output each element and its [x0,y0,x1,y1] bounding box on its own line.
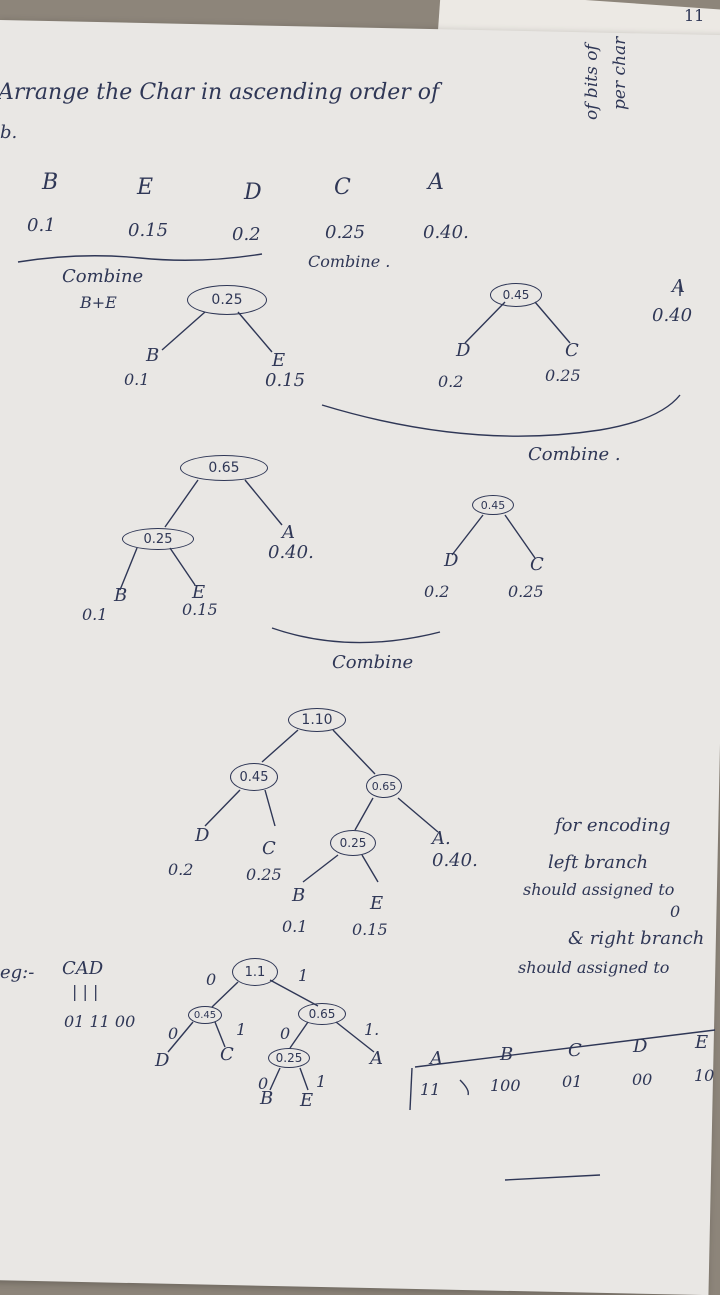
example-label: eg:- [0,962,35,983]
table-code: 11 [420,1080,441,1099]
leaf-char: D [155,1050,170,1071]
edge-label: 0 [280,1024,291,1043]
leaf-char: C [220,1044,234,1065]
leaf-char: A [672,276,685,297]
example-marks: | | | [72,982,99,1001]
tree-node: 1.10 [288,708,346,732]
tree-node: 0.45 [188,1006,222,1024]
leaf-char: A [370,1048,383,1069]
leaf-prob: 0.1 [282,917,308,936]
symbol-prob: 0.15 [128,220,169,241]
leaf-prob: 0.40. [432,850,478,871]
leaf-char: A. [432,828,451,849]
leaf-prob: 0.2 [424,582,450,601]
leaf-char: C [530,554,544,575]
edge-label: 1 [316,1072,327,1091]
tree-node: 0.65 [180,455,268,481]
table-code: 00 [632,1070,653,1089]
symbol-char: E [137,175,154,200]
note-line: left branch [548,852,649,873]
example-code: 01 11 00 [64,1012,136,1031]
example-word: CAD [62,958,104,979]
leaf-prob: 0.1 [82,605,108,624]
table-char: B [500,1044,514,1065]
leaf-char: C [262,838,276,859]
leaf-char: D [444,550,459,571]
leaf-char: B [114,585,128,606]
symbol-prob: 0.2 [232,224,261,245]
tree-node: 0.45 [472,495,514,515]
table-char: D [633,1036,648,1057]
edge-label: 1. [364,1020,380,1039]
leaf-prob: 0.25 [508,582,544,601]
edge-label: 0 [206,970,217,989]
note-line: 0 [670,902,681,921]
leaf-char: D [195,825,210,846]
leaf-prob: 0.2 [438,372,464,391]
symbol-char: D [244,180,262,205]
leaf-prob: 0.15 [182,600,218,619]
tree-node: 0.25 [122,528,194,550]
symbol-char: B [42,170,59,195]
note-line: & right branch [568,928,705,949]
heading-line2: b. [0,122,18,143]
leaf-char: B [146,345,160,366]
leaf-prob: 0.2 [168,860,194,879]
edge-label: 1 [298,966,309,985]
tree-node: 0.45 [230,763,278,791]
symbol-prob: 0.1 [27,215,56,236]
symbol-prob: 0.40. [423,222,469,243]
tree-node: 0.45 [490,283,542,307]
leaf-char: E [300,1090,314,1111]
leaf-prob: 0.1 [124,370,150,389]
leaf-char: E [192,582,206,603]
leaf-char: E [272,350,286,371]
symbol-char: A [428,170,444,195]
tree-node: 0.25 [330,830,376,856]
leaf-char: B [260,1088,274,1109]
edge-label: 0 [168,1024,179,1043]
leaf-prob: 0.40. [268,542,314,563]
note-line: should assigned to [518,958,670,977]
leaf-char: E [370,893,384,914]
table-char: E [695,1032,709,1053]
leaf-prob: 0.40 [652,305,693,326]
table-char: A [430,1048,443,1069]
note-line: for encoding [555,815,671,836]
side-note-line2: per char [610,36,630,110]
leaf-prob: 0.25 [246,865,282,884]
note-line: should assigned to [523,880,675,899]
leaf-prob: 0.15 [265,370,306,391]
symbol-char: C [334,175,351,200]
leaf-char: B [292,885,306,906]
tree-node: 1.1 [232,958,278,986]
edge-label: 1 [236,1020,247,1039]
tree-node: 0.25 [187,285,267,315]
leaf-char: D [456,340,471,361]
combine-label: Combine [62,266,144,287]
table-code: 01 [562,1072,583,1091]
leaf-prob: 0.25 [545,366,581,385]
leaf-char: C [565,340,579,361]
leaf-prob: 0.15 [352,920,388,939]
table-code: 100 [490,1076,521,1095]
table-code: 10 [694,1066,715,1085]
tree-node: 0.65 [298,1003,346,1025]
combine-label: Combine [332,652,414,673]
symbol-prob: 0.25 [325,222,366,243]
combine-label: Combine . [528,444,621,465]
tree-node: 0.65 [366,774,402,798]
edge-label: 0 [258,1074,269,1093]
side-note-line1: of bits of [582,44,602,120]
combine-sub-label: B+E [80,293,117,312]
table-char: C [568,1040,582,1061]
leaf-char: A [282,522,295,543]
tree-node: 0.25 [268,1048,310,1068]
combine-label: Combine . [308,252,391,271]
heading-line1: Arrange the Char in ascending order of [0,80,440,105]
corner-mark: 11 [684,6,705,25]
